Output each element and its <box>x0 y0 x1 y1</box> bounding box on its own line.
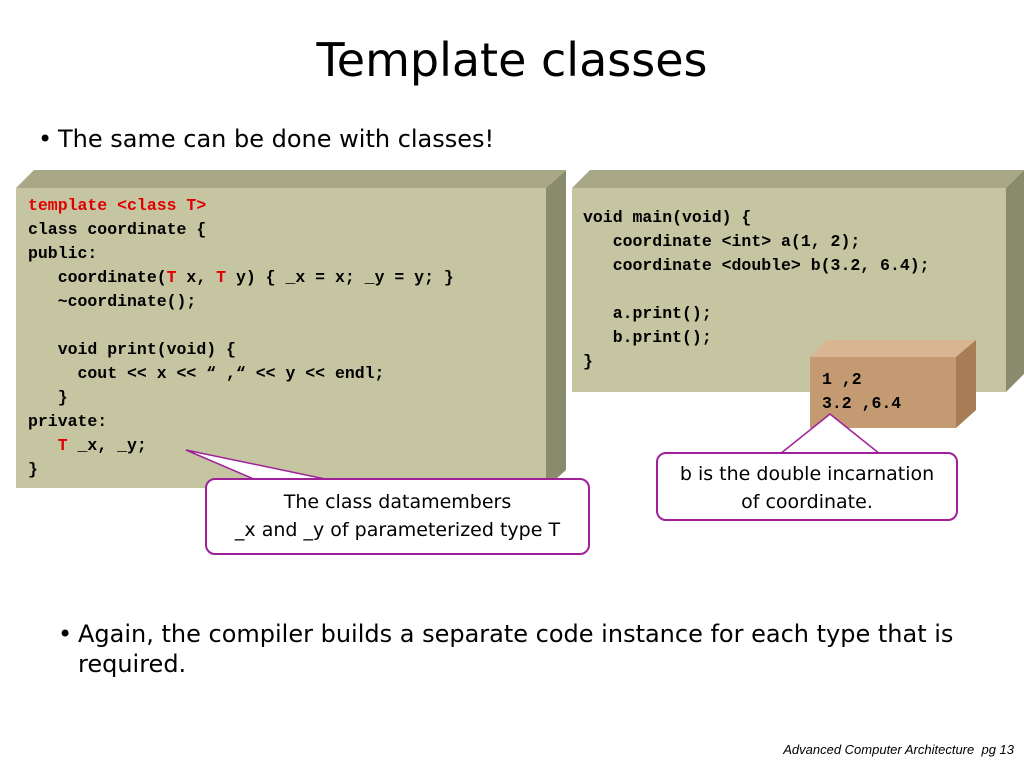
main-code: void main(void) { coordinate <int> a(1, … <box>583 206 930 374</box>
output-box-bevel <box>810 340 976 428</box>
code-line: cout << x << “ ,“ << y << endl; <box>28 364 385 383</box>
bullet-text: The same can be done with classes! <box>58 125 495 153</box>
code-line: void main(void) { <box>583 208 752 227</box>
template-class-code-box <box>16 170 566 488</box>
bullet-text: Again, the compiler builds a separate co… <box>78 620 954 678</box>
slide-footer: Advanced Computer Architecture pg 13 <box>783 742 1014 757</box>
code-fragment: y) { _x = x; _y = y; } <box>226 268 454 287</box>
output-line: 1 ,2 <box>822 370 862 389</box>
program-output: 1 ,2 3.2 ,6.4 <box>822 368 901 416</box>
code-line: private: <box>28 412 108 431</box>
code-line: public: <box>28 244 98 263</box>
code-line: void print(void) { <box>28 340 236 359</box>
bullet-marker: • <box>38 125 53 153</box>
callout-text: of coordinate. <box>741 491 873 513</box>
type-param: T <box>57 436 68 455</box>
slide-title: Template classes <box>316 33 708 87</box>
bullet-classes: • The same can be done with classes! <box>38 124 598 154</box>
code-line: a.print(); <box>583 304 712 323</box>
code-box-face <box>16 188 546 488</box>
code-box-bevel <box>16 170 566 488</box>
code-line <box>28 436 58 455</box>
code-line: class coordinate { <box>28 220 207 239</box>
code-line: } <box>28 388 68 407</box>
datamembers-callout: The class datamembers _x and _y of param… <box>205 478 590 555</box>
type-param: T <box>216 268 227 287</box>
code-line: } <box>28 460 38 479</box>
code-line: } <box>583 352 593 371</box>
code-box-bevel <box>572 170 1024 392</box>
bullet-marker: • <box>58 620 73 648</box>
code-fragment: _x, _y; <box>67 436 147 455</box>
code-line: coordinate <int> a(1, 2); <box>583 232 861 251</box>
code-line: template <class T> <box>28 196 207 215</box>
callout-text: b is the double incarnation <box>679 463 935 485</box>
bullet-compiler: • Again, the compiler builds a separate … <box>58 619 958 679</box>
code-line: coordinate( <box>28 268 167 287</box>
code-line: ~coordinate(); <box>28 292 197 311</box>
output-line: 3.2 ,6.4 <box>822 394 902 413</box>
double-incarnation-callout: b is the double incarnation of coordinat… <box>656 452 958 521</box>
callout-text: The class datamembers <box>283 491 512 513</box>
callout-text: _x and _y of parameterized type T <box>234 519 561 541</box>
template-class-code: template <class T> class coordinate { pu… <box>28 194 454 482</box>
code-line: b.print(); <box>583 328 712 347</box>
code-fragment: x, <box>176 268 217 287</box>
code-line: coordinate <double> b(3.2, 6.4); <box>583 256 930 275</box>
type-param: T <box>166 268 177 287</box>
